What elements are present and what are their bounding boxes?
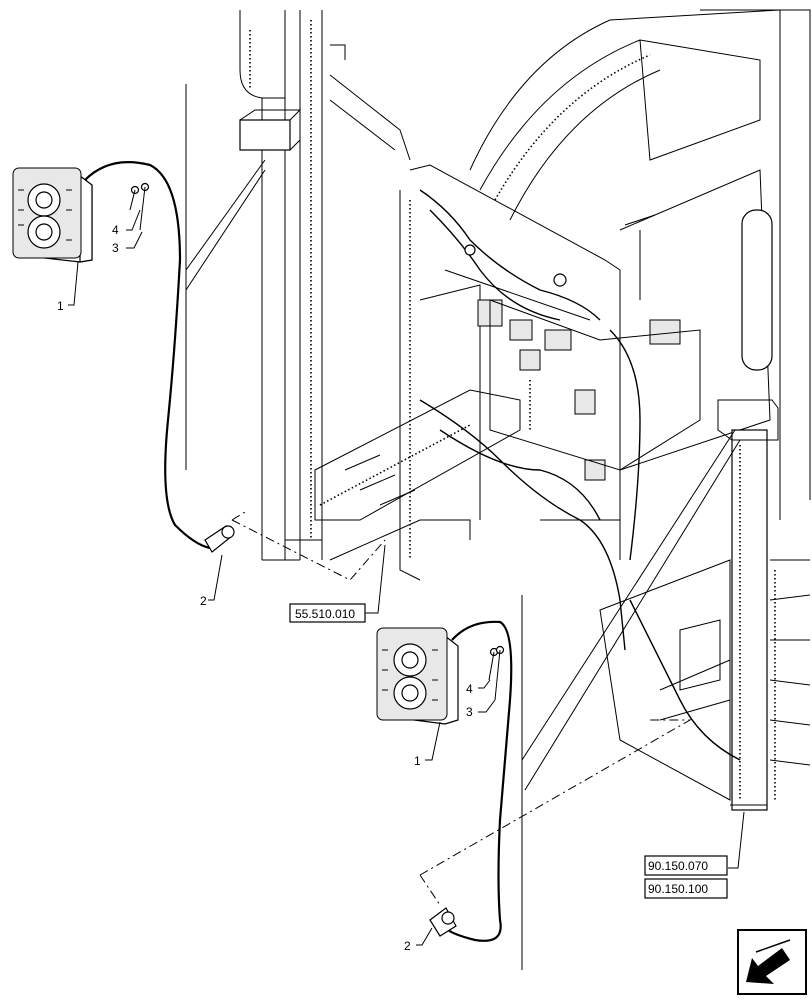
callout-3-right: 3 xyxy=(466,705,473,719)
work-light-assembly-right xyxy=(376,429,741,970)
callout-1-left: 1 xyxy=(57,299,64,313)
ref-box-55-510-010[interactable]: 55.510.010 xyxy=(289,603,366,623)
ref-label-90-150-070: 90.150.070 xyxy=(648,859,708,873)
leader-ref-55 xyxy=(365,544,386,614)
leader-ref-90 xyxy=(728,811,745,869)
callout-1-right: 1 xyxy=(414,754,421,768)
bolt-left xyxy=(129,182,150,231)
cab-structure xyxy=(239,9,811,811)
callout-3-left: 3 xyxy=(112,241,119,255)
ref-label-90-150-100: 90.150.100 xyxy=(648,882,708,896)
work-light-assembly-left xyxy=(12,84,386,601)
work-lamp-left xyxy=(12,167,93,263)
callout-4-right: 4 xyxy=(466,682,473,696)
bolt-right xyxy=(488,645,505,701)
direction-arrow-icon[interactable] xyxy=(737,929,807,995)
ref-label-55-510-010: 55.510.010 xyxy=(295,607,355,621)
work-lamp-right xyxy=(376,627,459,725)
cable-left xyxy=(84,161,211,550)
cable-right xyxy=(447,620,513,942)
callout-2-left: 2 xyxy=(200,594,207,608)
callout-4-left: 4 xyxy=(112,223,119,237)
ref-box-90-150-100[interactable]: 90.150.100 xyxy=(644,878,728,899)
callout-2-right: 2 xyxy=(404,939,411,953)
ref-box-90-150-070[interactable]: 90.150.070 xyxy=(644,855,728,876)
